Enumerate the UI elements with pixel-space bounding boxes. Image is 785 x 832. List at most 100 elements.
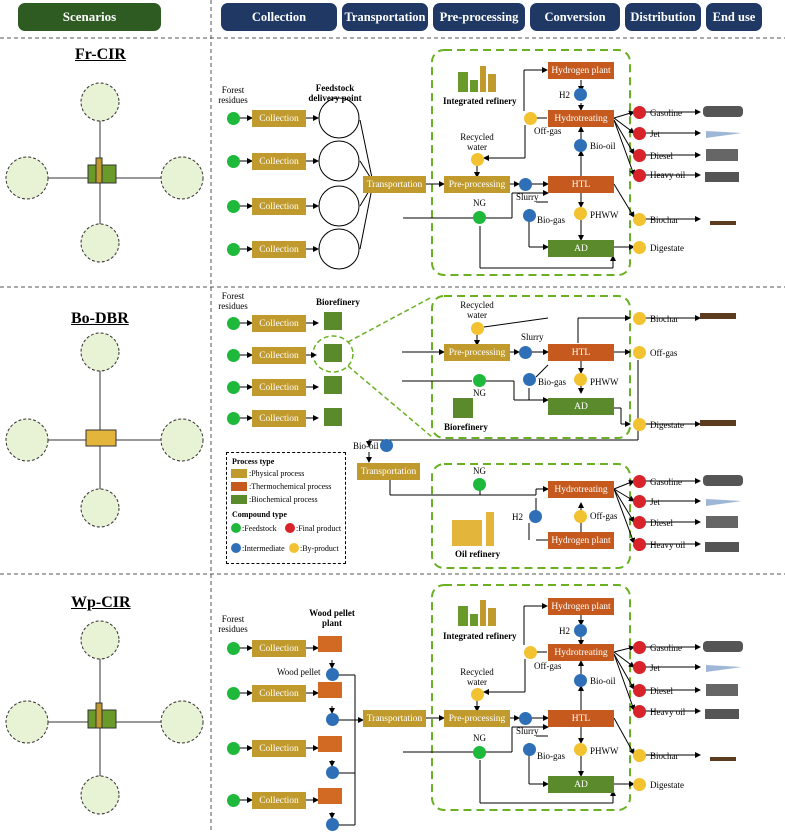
ng-dot [473,478,486,491]
label-slurry: Slurry [521,332,544,342]
header-end-use: End use [706,3,762,31]
legend-process-type-title: Process type [232,457,275,466]
collection-box: Collection [252,315,306,332]
h2-dot [574,624,587,637]
integrated-refinery-icon-2 [458,600,496,626]
header-pre-processing: Pre-processing [433,3,525,31]
ad-box: AD [548,776,614,793]
label-ng: NG [473,388,486,398]
label-bio-gas: Bio-gas [537,215,565,225]
header-conversion: Conversion [530,3,620,31]
product-dot [633,169,646,182]
label-bio-gas: Bio-gas [538,377,566,387]
ad-box: AD [548,240,614,257]
legend-biochemical: :Biochemical process [249,495,318,504]
slurry-dot [519,346,532,359]
label-recycled-water: Recycled water [460,300,494,320]
label-h2: H2 [559,626,570,636]
hydrogen-plant-box: Hydrogen plant [548,532,614,549]
label-h2: H2 [512,512,523,522]
legend-dot-by-product [289,543,299,553]
feedstock-dot [227,381,240,394]
legend-by-product: :By-product [300,544,339,553]
label-bio-oil: Bio-oil [590,141,616,151]
pre-processing-box: Pre-processing [444,176,510,193]
htl-box: HTL [548,344,614,361]
label-biorefinery: Biorefinery [316,297,360,307]
label-heavy-oil: Heavy oil [650,707,686,717]
bio-oil-dot [574,674,587,687]
bio-oil-dot [380,439,393,452]
recycled-water-dot [471,688,484,701]
phww-dot [574,743,587,756]
header-distribution: Distribution [625,3,701,31]
label-forest-residues: Forest residues [218,291,248,311]
label-off-gas: Off-gas [534,661,562,671]
bio-oil-dot [574,139,587,152]
legend-thermochemical: :Thermochemical process [249,482,332,491]
wood-pellet-dot [326,818,339,831]
label-ng: NG [473,733,486,743]
feedstock-dot [227,349,240,362]
label-recycled-water: Recycled water [460,132,494,152]
ng-dot [473,374,486,387]
htl-box: HTL [548,710,614,727]
label-gasoline: Gasoline [650,643,682,653]
oil-refinery-icon [452,512,494,546]
product-dot [633,516,646,529]
header-transportation: Transportation [342,3,428,31]
feedstock-dot [227,642,240,655]
label-ng: NG [473,466,486,476]
biorefinery-icons [324,312,473,426]
feedstock-dot [227,412,240,425]
label-oil-refinery: Oil refinery [455,549,501,559]
ad-box: AD [548,398,614,415]
label-bio-oil: Bio-oil [353,441,379,451]
product-dot [633,495,646,508]
feedstock-dot [227,243,240,256]
wood-pellet-plant-icons [318,636,342,804]
collection-box: Collection [252,640,306,657]
product-dot [633,538,646,551]
wood-pellet-dot [326,713,339,726]
feedstock-dot [227,317,240,330]
label-phww: PHWW [590,746,619,756]
htl-box: HTL [548,176,614,193]
off-gas-dot [633,346,646,359]
header-collection: Collection [221,3,337,31]
label-forest-residues: Forest residues [218,85,248,105]
header-scenarios: Scenarios [18,3,161,31]
integrated-refinery-icon [458,66,496,92]
label-integrated-refinery: Integrated refinery [443,96,517,106]
collection-box: Collection [252,198,306,215]
label-biochar: Biochar [650,751,679,761]
bio-gas-dot [523,743,536,756]
network-wp-cir [5,620,204,815]
collection-box: Collection [252,379,306,396]
feedstock-dot [227,200,240,213]
digestate-dot [633,241,646,254]
label-gasoline: Gasoline [650,477,682,487]
legend-dot-final-product [285,523,295,533]
ng-dot [473,211,486,224]
legend-swatch-biochemical [231,495,247,504]
legend: Process type :Physical process :Thermoch… [226,452,346,564]
legend-final-product: :Final product [296,524,342,533]
wood-pellet-dot [326,766,339,779]
collection-box: Collection [252,241,306,258]
product-dot [633,705,646,718]
collection-box: Collection [252,740,306,757]
label-phww: PHWW [590,377,619,387]
slurry-dot [519,178,532,191]
label-heavy-oil: Heavy oil [650,540,686,550]
label-feedstock-delivery-point: Feedstock delivery point [308,83,362,103]
label-ng: NG [473,198,486,208]
label-bio-oil: Bio-oil [590,676,616,686]
wood-pellet-dot [326,668,339,681]
label-jet: Jet [650,129,660,139]
collection-box: Collection [252,347,306,364]
bio-gas-dot [523,209,536,222]
label-forest-residues: Forest residues [218,614,248,634]
recycled-water-dot [471,322,484,335]
